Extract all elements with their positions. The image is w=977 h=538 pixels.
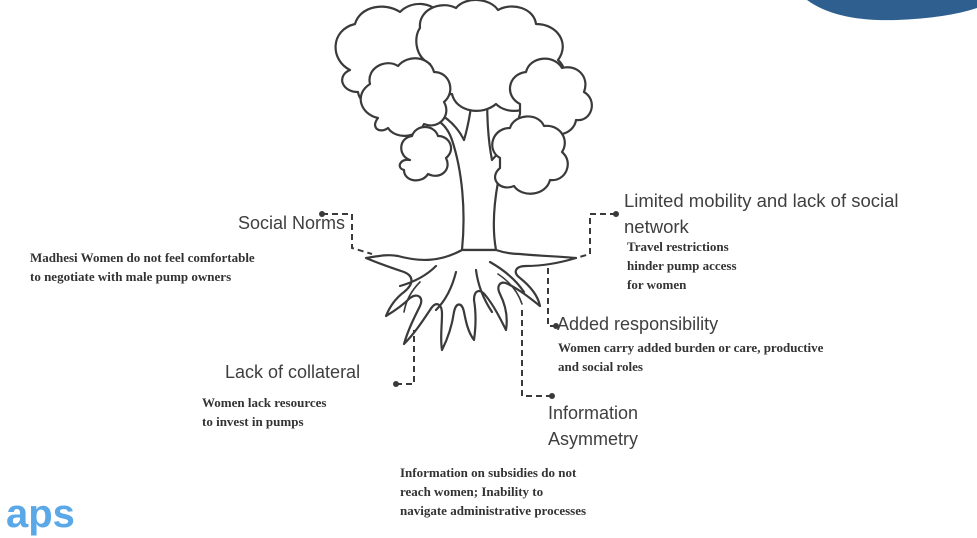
information-asymmetry-description-line-1: Information on subsidies do not: [400, 465, 577, 480]
lack-of-collateral-title: Lack of collateral: [225, 362, 361, 382]
social-norms-heading: Social Norms: [238, 210, 345, 236]
added-responsibility-description-line-1: Women carry added burden or care, produc…: [558, 340, 824, 355]
added-responsibility-description: Women carry added burden or care, produc…: [558, 338, 823, 376]
tree-with-roots-icon: [334, 0, 593, 352]
information-asymmetry-description-line-2: reach women; Inability to: [400, 484, 544, 499]
connector-dots: [319, 211, 619, 399]
connector-information-asymmetry: [521, 310, 552, 397]
tree-diagram: [319, 0, 619, 399]
information-asymmetry-title-line-1: Information: [548, 403, 639, 423]
lack-of-collateral-description-line-2: to invest in pumps: [202, 414, 304, 429]
slide-heading-fragment: aps: [6, 492, 75, 536]
limited-mobility-heading: Limited mobility and lack of social netw…: [624, 188, 899, 240]
information-asymmetry-description: Information on subsidies do not reach wo…: [400, 463, 586, 520]
added-responsibility-title: Added responsibility: [557, 314, 719, 334]
limited-mobility-description-line-2: hinder pump access: [627, 258, 737, 273]
limited-mobility-description-line-3: for women: [627, 277, 687, 292]
connector-lack-of-collateral: [396, 330, 415, 385]
information-asymmetry-description-line-3: navigate administrative processes: [400, 503, 587, 518]
connector-social-norms: [322, 213, 373, 255]
limited-mobility-description: Travel restrictions hinder pump access f…: [627, 237, 737, 294]
connector-mobility: [575, 213, 616, 259]
information-asymmetry-heading: Information Asymmetry: [548, 400, 638, 452]
added-responsibility-description-line-2: and social roles: [558, 359, 643, 374]
information-asymmetry-title-line-2: Asymmetry: [548, 429, 638, 449]
lack-of-collateral-description: Women lack resources to invest in pumps: [202, 393, 326, 431]
lack-of-collateral-heading: Lack of collateral: [225, 359, 360, 385]
connector-added-responsibility: [547, 268, 556, 327]
limited-mobility-title-line-1: Limited mobility and lack of social: [624, 190, 899, 211]
limited-mobility-title-line-2: network: [624, 216, 689, 237]
lack-of-collateral-description-line-1: Women lack resources: [202, 395, 327, 410]
limited-mobility-description-line-1: Travel restrictions: [627, 239, 729, 254]
social-norms-description-line-1: Madhesi Women do not feel comfortable: [30, 250, 255, 265]
added-responsibility-heading: Added responsibility: [557, 311, 718, 337]
social-norms-description: Madhesi Women do not feel comfortable to…: [30, 248, 255, 286]
social-norms-description-line-2: to negotiate with male pump owners: [30, 269, 232, 284]
corner-decoration: [807, 0, 977, 21]
social-norms-title: Social Norms: [238, 213, 346, 233]
